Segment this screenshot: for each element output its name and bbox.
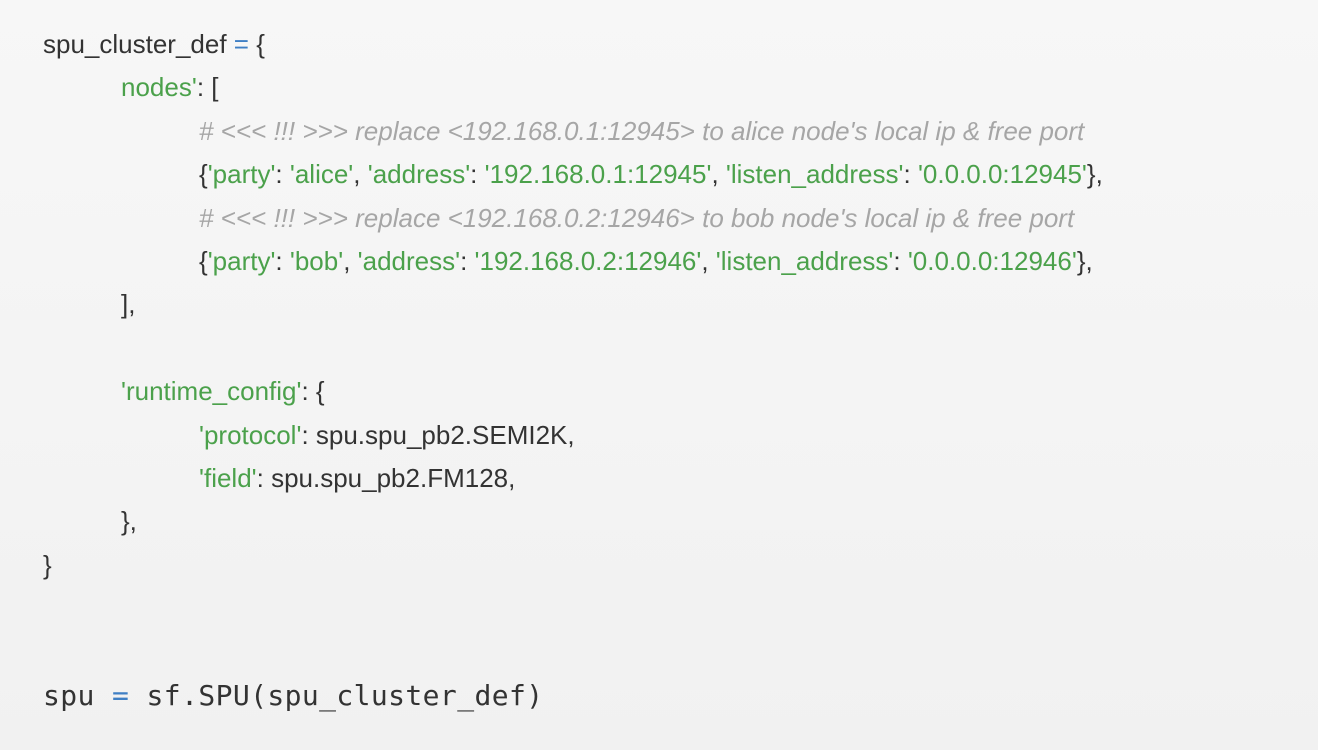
code-line: 'field': spu.spu_pb2.FM128,: [43, 457, 1103, 500]
string-token: 'bob': [289, 245, 344, 276]
code-token: : [: [196, 72, 219, 103]
string-token: 'protocol': [199, 419, 302, 450]
string-token: 'listen_address': [715, 245, 894, 276]
code-line: spu_cluster_def = {: [43, 23, 1103, 66]
code-token: :: [275, 245, 290, 276]
code-token: ,: [711, 159, 726, 190]
string-token: 'runtime_config': [121, 376, 302, 407]
code-token: ,: [343, 245, 358, 276]
code-line: {'party': 'bob', 'address': '192.168.0.2…: [43, 240, 1103, 283]
code-token: {: [248, 29, 265, 59]
code-token: sf.SPU(spu_cluster_def): [129, 678, 544, 712]
string-token: nodes': [121, 72, 197, 103]
string-token: '0.0.0.0:12946': [907, 245, 1077, 276]
code-line: # <<< !!! >>> replace <192.168.0.1:12945…: [43, 110, 1103, 153]
code-line: },: [43, 500, 1103, 543]
comment-token: # <<< !!! >>> replace <192.168.0.1:12945…: [199, 115, 1085, 146]
string-token: '0.0.0.0:12945': [917, 159, 1087, 190]
string-token: 'address': [357, 245, 461, 276]
code-token: : {: [301, 376, 325, 407]
operator-token: =: [233, 29, 249, 59]
code-token: ,: [701, 245, 716, 276]
code-line: # <<< !!! >>> replace <192.168.0.2:12946…: [43, 197, 1103, 240]
string-token: 'alice': [289, 159, 354, 190]
code-token: },: [1076, 245, 1093, 276]
code-line: 'runtime_config': {: [43, 370, 1103, 413]
code-block: spu_cluster_def = {nodes': [# <<< !!! >>…: [43, 23, 1103, 717]
code-token: :: [275, 159, 290, 190]
code-token: :: [893, 245, 908, 276]
string-token: 'party': [207, 245, 276, 276]
string-token: 'address': [367, 159, 471, 190]
code-line: ],: [43, 283, 1103, 326]
code-token: : spu.spu_pb2.SEMI2K,: [301, 419, 575, 450]
code-line: spu = sf.SPU(spu_cluster_def): [43, 674, 1103, 717]
comment-token: # <<< !!! >>> replace <192.168.0.2:12946…: [199, 202, 1075, 233]
code-token: },: [121, 506, 137, 537]
code-token: spu: [43, 678, 113, 712]
blank-line: [43, 587, 1103, 630]
blank-line: [43, 327, 1103, 370]
code-line: }: [43, 544, 1103, 587]
string-token: 'field': [199, 462, 257, 493]
code-token: :: [470, 159, 485, 190]
string-token: 'listen_address': [725, 159, 904, 190]
code-token: {: [199, 159, 208, 190]
code-token: },: [1086, 159, 1103, 190]
code-token: :: [903, 159, 918, 190]
code-line: {'party': 'alice', 'address': '192.168.0…: [43, 153, 1103, 196]
code-line: nodes': [: [43, 66, 1103, 109]
blank-line: [43, 630, 1103, 673]
code-token: ,: [353, 159, 368, 190]
code-line: 'protocol': spu.spu_pb2.SEMI2K,: [43, 414, 1103, 457]
code-token: : spu.spu_pb2.FM128,: [256, 462, 516, 493]
string-token: '192.168.0.2:12946': [474, 245, 702, 276]
code-token: spu_cluster_def: [43, 29, 234, 59]
string-token: 'party': [207, 159, 276, 190]
code-token: :: [460, 245, 475, 276]
operator-token: =: [112, 678, 130, 712]
code-token: ],: [121, 289, 136, 320]
code-token: }: [43, 549, 52, 580]
string-token: '192.168.0.1:12945': [484, 159, 712, 190]
code-token: {: [199, 245, 208, 276]
